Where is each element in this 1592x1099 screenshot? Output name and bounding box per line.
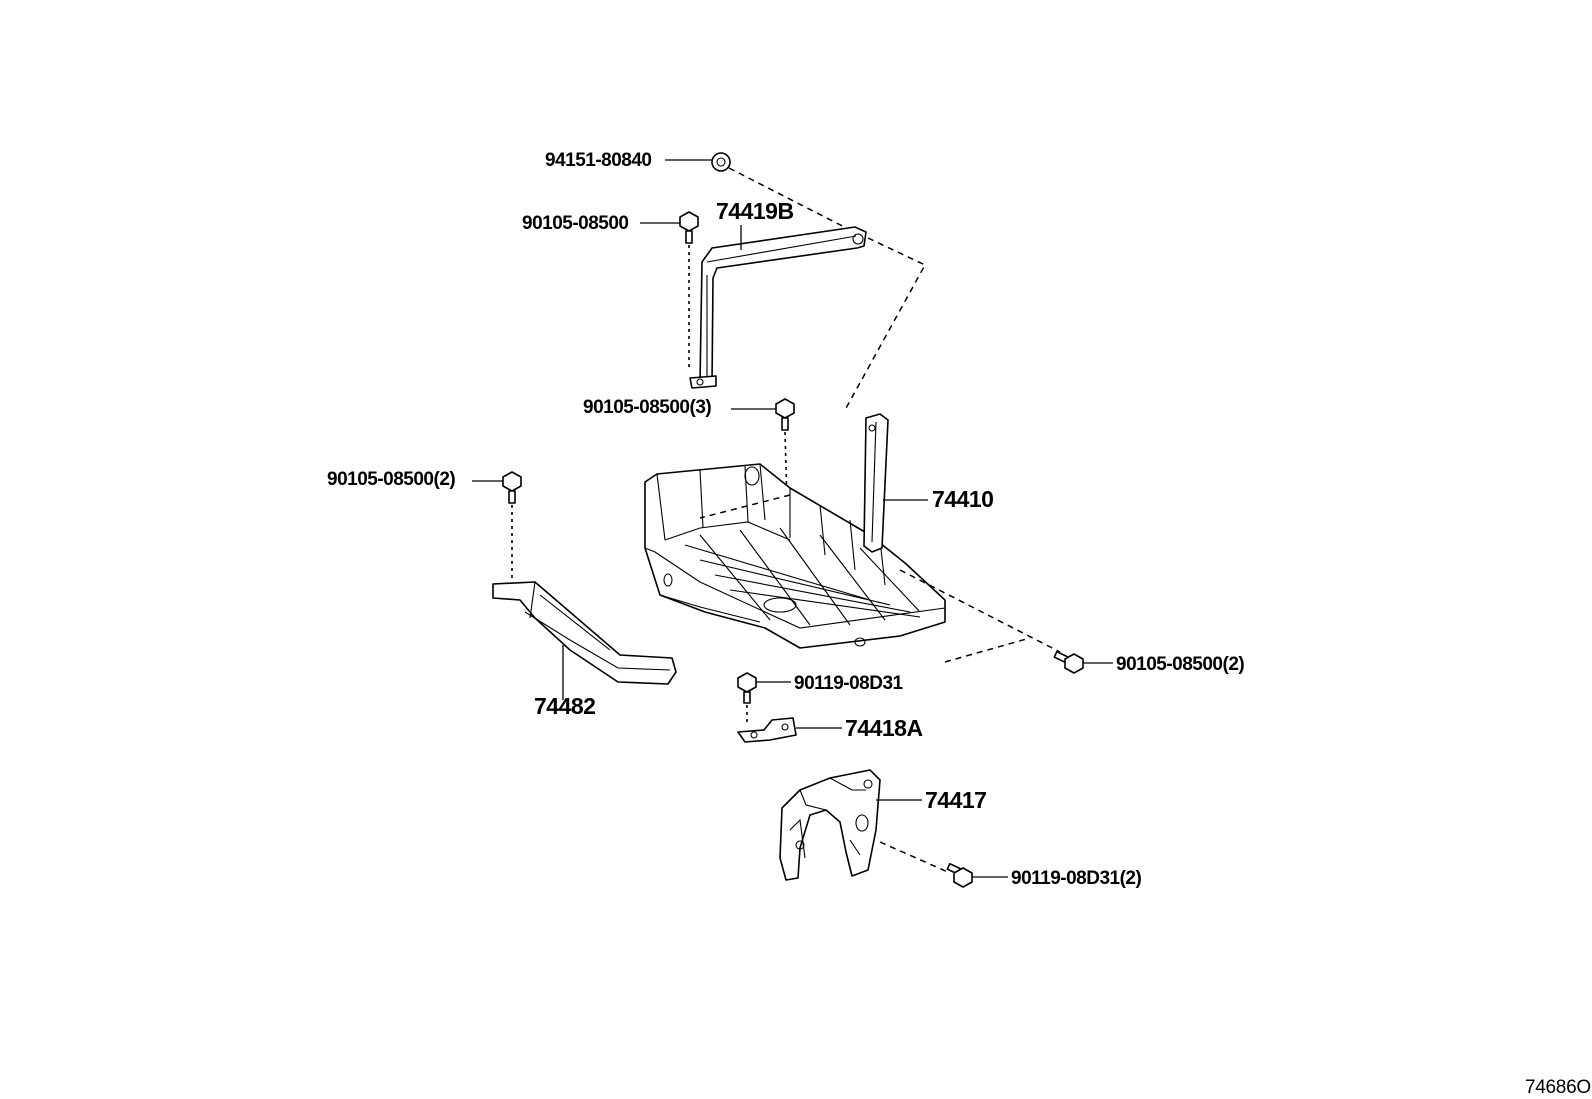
part-label-strap[interactable]: 74419B (716, 198, 794, 224)
dash-tray-bottom (944, 637, 1031, 663)
bolt-left-icon[interactable] (502, 471, 522, 504)
dash-nut-to-strap (728, 167, 859, 235)
nut-94151-icon[interactable] (711, 152, 731, 172)
bolt-tray-top-icon[interactable] (775, 398, 795, 431)
part-label-bolt-support[interactable]: 90119-08D31(2) (1011, 868, 1142, 889)
bolt-right-icon[interactable] (1053, 650, 1084, 674)
bracket-74482[interactable] (492, 581, 677, 685)
dash-tray-inner (699, 494, 791, 519)
part-label-bracket[interactable]: 74482 (534, 693, 596, 719)
part-label-tray[interactable]: 74410 (932, 486, 994, 512)
clamp-74418a[interactable] (737, 717, 797, 743)
part-label-nut-94151[interactable]: 94151-80840 (545, 150, 652, 171)
dash-strap-to-tray (844, 237, 927, 411)
support-74417[interactable] (779, 769, 881, 881)
part-label-bolt-left[interactable]: 90105-08500(2) (327, 469, 456, 490)
diagram-reference-code: 74686O (1525, 1077, 1591, 1098)
bolt-strap-icon[interactable] (679, 211, 699, 244)
part-label-clamp[interactable]: 74418A (845, 715, 923, 741)
part-label-bolt-small[interactable]: 90119-08D31 (794, 673, 904, 694)
strap-74419b[interactable] (689, 226, 867, 389)
dash-support-to-bolt (879, 841, 951, 874)
part-label-bolt-strap[interactable]: 90105-08500 (522, 213, 629, 234)
bolt-small-icon[interactable] (737, 672, 757, 704)
part-label-support[interactable]: 74417 (925, 787, 987, 813)
tray-74410[interactable] (644, 413, 946, 649)
bolt-support-icon[interactable] (946, 862, 973, 888)
dash-tray-to-bolt-right (899, 569, 1061, 653)
part-label-bolt-right[interactable]: 90105-08500(2) (1116, 654, 1245, 675)
part-label-bolt-tray-top[interactable]: 90105-08500(3) (583, 397, 712, 418)
